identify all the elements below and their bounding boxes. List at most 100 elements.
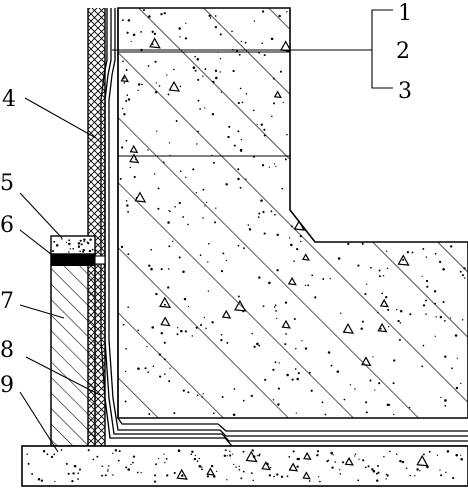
aggregate-dot xyxy=(251,449,254,452)
aggregate-dot xyxy=(208,14,211,17)
aggregate-dot xyxy=(419,470,421,472)
aggregate-dot xyxy=(221,395,224,399)
aggregate-dot xyxy=(178,201,181,205)
aggregate-dot xyxy=(197,78,200,81)
aggregate-dot xyxy=(237,177,240,181)
aggregate-dot xyxy=(374,389,376,391)
aggregate-dot xyxy=(422,453,425,456)
leader-5 xyxy=(19,192,63,239)
aggregate-pebble xyxy=(134,191,147,203)
aggregate-dot xyxy=(229,454,232,457)
aggregate-pebble xyxy=(129,153,140,164)
aggregate-dot xyxy=(382,275,385,277)
aggregate-dot xyxy=(178,27,181,30)
aggregate-dot xyxy=(273,163,276,165)
aggregate-dot xyxy=(122,323,125,326)
aggregate-dot xyxy=(215,470,218,473)
aggregate-dot xyxy=(219,33,222,36)
aggregate-dot xyxy=(288,237,291,239)
aggregate-dot xyxy=(122,107,124,110)
aggregate-dot xyxy=(273,475,275,478)
aggregate-dot xyxy=(168,380,171,383)
aggregate-dot xyxy=(210,464,214,468)
aggregate-dot xyxy=(239,148,243,152)
aggregate-dot xyxy=(180,474,184,477)
aggregate-dot xyxy=(89,238,92,241)
aggregate-dot xyxy=(164,462,166,464)
aggregate-dot xyxy=(297,372,300,375)
aggregate-dot xyxy=(202,188,205,191)
aggregate-dot xyxy=(233,388,236,390)
aggregate-dot xyxy=(327,459,330,462)
concrete-outline xyxy=(117,7,468,419)
aggregate-dot xyxy=(211,321,214,324)
aggregate-dot xyxy=(399,321,402,324)
aggregate-dot xyxy=(433,290,437,293)
aggregate-dot xyxy=(242,247,245,250)
aggregate-dot xyxy=(272,368,275,371)
aggregate-dot xyxy=(71,479,74,483)
aggregate-dot xyxy=(159,375,162,378)
aggregate-dot xyxy=(165,458,168,460)
aggregate-dot xyxy=(77,242,81,245)
aggregate-dot xyxy=(92,458,95,461)
aggregate-dot xyxy=(343,398,346,401)
aggregate-dot xyxy=(168,142,171,144)
aggregate-dot xyxy=(378,269,381,272)
aggregate-dot xyxy=(260,123,263,126)
aggregate-dot xyxy=(444,404,447,407)
aggregate-dot xyxy=(123,82,126,84)
aggregate-dot xyxy=(399,309,403,313)
aggregate-dot xyxy=(226,341,229,344)
aggregate-dot xyxy=(125,200,128,202)
aggregate-dot xyxy=(358,458,360,460)
aggregate-dot xyxy=(168,209,170,212)
aggregate-dot xyxy=(154,91,158,94)
aggregate-dot xyxy=(196,460,199,463)
aggregate-dot xyxy=(124,370,127,373)
aggregate-dot xyxy=(167,268,170,270)
aggregate-dot xyxy=(262,210,265,214)
aggregate-dot xyxy=(290,243,293,247)
aggregate-dot xyxy=(196,394,199,397)
aggregate-dot xyxy=(194,454,197,457)
aggregate-dot xyxy=(154,474,157,477)
aggregate-dot xyxy=(279,70,282,73)
aggregate-dot xyxy=(177,449,181,452)
waterproof-membranes xyxy=(100,8,468,447)
aggregate-dot xyxy=(240,477,243,480)
aggregate-dot xyxy=(389,450,391,453)
aggregate-dot xyxy=(450,245,453,248)
aggregate-dot xyxy=(369,379,372,382)
aggregate-dot xyxy=(273,306,276,308)
aggregate-dot xyxy=(147,371,150,374)
aggregate-dot xyxy=(207,290,210,292)
aggregate-pebble xyxy=(397,254,410,266)
aggregate-dot xyxy=(299,240,302,243)
aggregate-pebble xyxy=(360,356,372,367)
aggregate-dot xyxy=(425,279,429,283)
aggregate-dot xyxy=(294,368,297,370)
aggregate-dot xyxy=(125,99,128,102)
aggregate-dot xyxy=(261,42,263,45)
aggregate-dot xyxy=(117,459,120,462)
label-7: 7 xyxy=(0,289,14,314)
aggregate-dot xyxy=(119,177,122,180)
aggregate-dot xyxy=(147,149,149,151)
aggregate-dot xyxy=(144,367,147,370)
leader-4 xyxy=(24,97,97,139)
aggregate-dot xyxy=(395,453,398,455)
aggregate-dot xyxy=(240,138,243,141)
aggregate-dot xyxy=(101,474,104,477)
aggregate-dot xyxy=(250,472,253,474)
aggregate-dot xyxy=(231,453,234,455)
aggregate-dot xyxy=(65,462,68,465)
aggregate-dot xyxy=(160,331,164,335)
aggregate-dot xyxy=(435,316,437,318)
aggregate-dot xyxy=(179,85,182,88)
aggregate-dot xyxy=(268,281,271,285)
aggregate-dot xyxy=(414,475,416,477)
aggregate-dot xyxy=(282,101,284,104)
aggregate-dot xyxy=(204,107,206,109)
aggregate-dot xyxy=(185,22,187,25)
